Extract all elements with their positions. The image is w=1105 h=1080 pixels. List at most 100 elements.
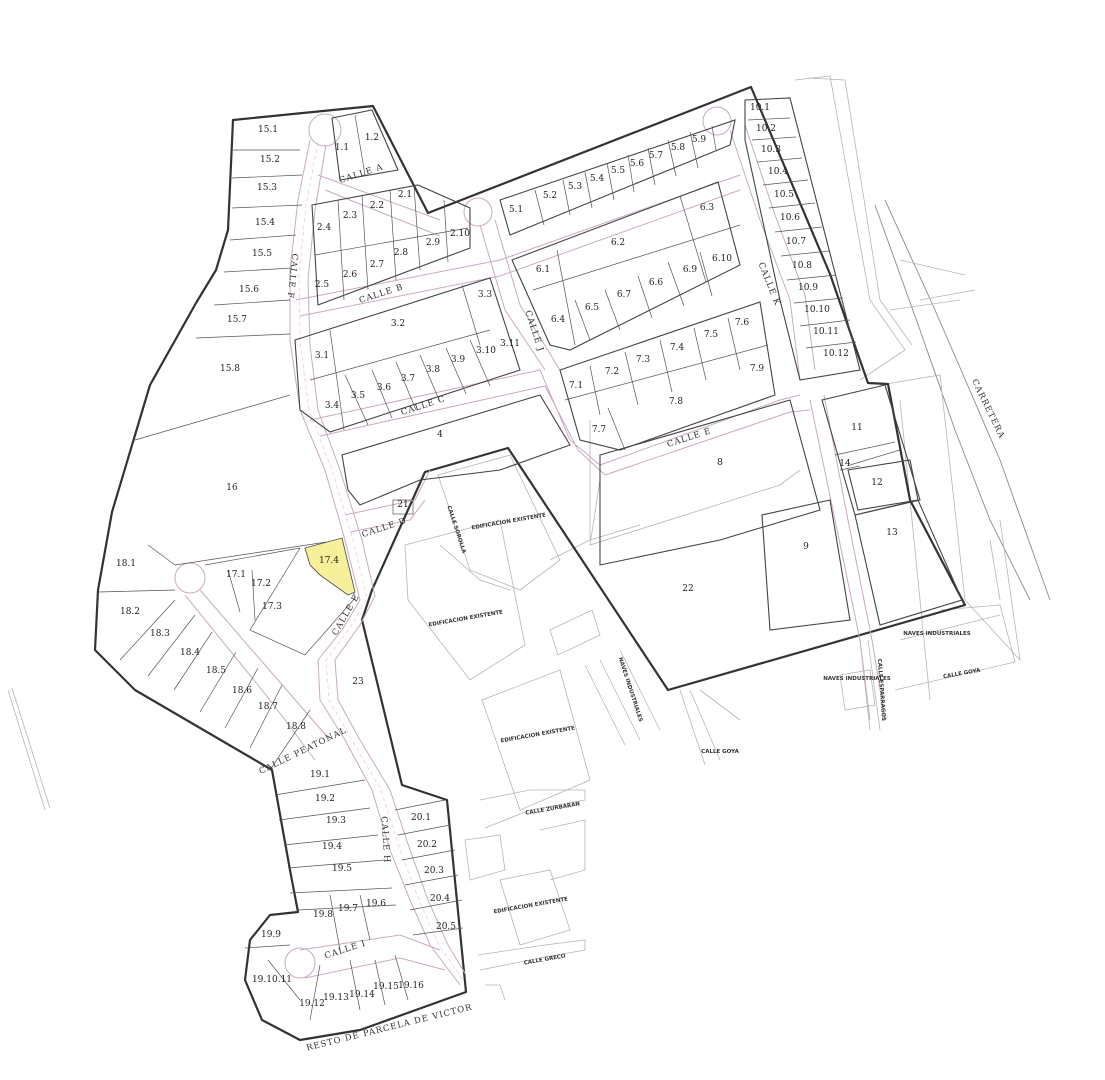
lot-label: 2.6 (343, 270, 358, 280)
street-label: CALLE B (358, 282, 405, 306)
lot-label: 3.4 (325, 401, 340, 411)
street-label: RESTO DE PARCELA DE VICTOR (305, 1003, 473, 1054)
street-network (174, 106, 886, 986)
lot-label: 4 (437, 430, 443, 440)
lot-label: 18.7 (258, 702, 278, 712)
building-label: NAVES INDUSTRIALES (903, 631, 971, 637)
building-label: CALLE GOYA (701, 749, 739, 755)
lot-label: 18.2 (120, 607, 140, 617)
street-label: CALLE PEATONAL (258, 726, 349, 777)
lot-17-4-highlight[interactable] (304, 537, 356, 596)
lot-label: 19.1 (310, 770, 330, 780)
lot-label: 15.8 (220, 364, 240, 374)
lot-label: 2.7 (370, 260, 385, 270)
lot-label: 15.7 (227, 315, 247, 325)
lot-label: 15.5 (252, 249, 272, 259)
lot-label: 6.10 (712, 254, 732, 264)
blocks (97, 97, 963, 1021)
lot-label: 10.3 (761, 145, 781, 155)
lot-label: 6.9 (683, 265, 698, 275)
lot-label: 3.7 (401, 374, 416, 384)
lot-label: 1.2 (365, 133, 379, 143)
lot-label: 2.4 (317, 223, 332, 233)
lot-label: 15.3 (257, 183, 277, 193)
lot-label: 7.6 (735, 318, 750, 328)
lot-label: 19.10.11 (252, 975, 292, 985)
lot-label: 3.5 (351, 391, 366, 401)
lot-label: 6.1 (536, 265, 550, 275)
lot-label: 19.6 (366, 899, 386, 909)
street-label: CALLE I (323, 939, 367, 962)
lot-label: 10.11 (813, 327, 839, 337)
lot-label: 10.7 (786, 237, 806, 247)
building-label: CALLE ZURBARAN (525, 801, 581, 817)
lot-label: 12 (871, 478, 882, 488)
lot-label: 10.5 (774, 190, 794, 200)
lot-labels: 1.11.22.12.22.32.42.52.62.72.82.92.103.1… (116, 103, 898, 1009)
lot-label: 15.4 (255, 218, 275, 228)
lot-label: 19.7 (338, 904, 358, 914)
lot-label: 17.2 (251, 579, 271, 589)
lot-label: 18.5 (206, 666, 226, 676)
lot-label: 19.2 (315, 794, 335, 804)
external-roads (404, 75, 1051, 1001)
lot-label: 3.3 (478, 290, 493, 300)
lot-label: 2.2 (370, 201, 384, 211)
lot-label: 3.1 (315, 351, 329, 361)
lot-label: 5.1 (509, 205, 523, 215)
lot-label: 20.1 (411, 813, 431, 823)
lot-label: 10.10 (804, 305, 830, 315)
lot-label: 20.2 (417, 840, 437, 850)
lot-label: 2.1 (398, 190, 412, 200)
lot-label: 17.4 (319, 556, 339, 566)
lot-label: 7.8 (669, 397, 684, 407)
lot-label: 7.1 (569, 381, 583, 391)
lot-label: 19.3 (326, 816, 346, 826)
lot-label: 14 (839, 459, 851, 469)
lot-label: 6.5 (585, 303, 600, 313)
lot-label: 11 (851, 423, 862, 433)
street-label: CALLE F (285, 253, 300, 300)
lot-label: 2.5 (315, 280, 330, 290)
lot-label: 10.8 (792, 261, 812, 271)
building-label: CALLE SOROLLA (445, 505, 466, 555)
lot-label: 19.14 (349, 990, 375, 1000)
lot-label: 20.3 (424, 866, 444, 876)
lot-label: 3.6 (377, 383, 392, 393)
lot-label: 2.3 (343, 211, 358, 221)
lot-label: 17.3 (262, 602, 282, 612)
lot-label: 20.4 (430, 894, 450, 904)
building-label: NAVES INDUSTRIALES (823, 676, 891, 682)
building-label: CALLE ESPARRAGOS (876, 659, 886, 722)
lot-label: 18.4 (180, 648, 200, 658)
lot-label: 5.6 (630, 159, 645, 169)
lot-label: 5.3 (568, 182, 583, 192)
lot-label: 6.7 (617, 290, 632, 300)
building-label: CALLE GOYA (943, 668, 982, 681)
lot-label: 8 (717, 458, 723, 468)
lot-label: 19.5 (332, 864, 352, 874)
lot-label: 6.6 (649, 278, 664, 288)
lot-label: 5.2 (543, 191, 557, 201)
lot-label: 7.3 (636, 355, 651, 365)
building-label: EDIFICACION EXISTENTE (471, 512, 547, 531)
street-label: CALLE C (400, 394, 447, 418)
lot-label: 19.9 (261, 930, 281, 940)
lot-label: 19.13 (323, 993, 349, 1003)
lot-label: 7.2 (605, 367, 619, 377)
lot-label: 5.7 (649, 151, 664, 161)
lot-label: 20.5 (436, 922, 456, 932)
building-label: CALLE GRECO (524, 953, 567, 966)
lot-label: 3.8 (426, 365, 441, 375)
lot-label: 10.1 (750, 103, 770, 113)
margin-note (7, 687, 51, 811)
development-boundary (93, 85, 967, 1042)
lot-label: 5.5 (611, 166, 626, 176)
lot-label: 19.8 (313, 910, 333, 920)
lot-label: 15.1 (258, 125, 278, 135)
lot-label: 18.6 (232, 686, 252, 696)
lot-label: 3.10 (476, 346, 496, 356)
lot-label: 10.2 (756, 124, 776, 134)
